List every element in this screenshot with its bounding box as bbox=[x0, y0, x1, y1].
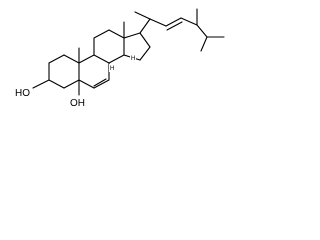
bond bbox=[139, 18, 151, 34]
side-chain bbox=[134, 8, 225, 52]
h-14-label: H bbox=[131, 56, 135, 62]
bond bbox=[78, 79, 95, 89]
bond bbox=[139, 32, 151, 48]
bond bbox=[139, 46, 151, 61]
bond bbox=[63, 79, 80, 89]
ring-c bbox=[93, 29, 125, 64]
double-bond bbox=[93, 78, 107, 87]
oh-label: OH bbox=[70, 98, 85, 109]
h-8-marker: H bbox=[109, 64, 115, 72]
bond bbox=[200, 36, 208, 52]
bond bbox=[93, 79, 110, 89]
ring-b bbox=[78, 54, 110, 89]
ho-label: HO bbox=[15, 88, 30, 99]
bond bbox=[134, 11, 151, 20]
bond bbox=[93, 29, 110, 39]
bond-c3-oh bbox=[32, 79, 50, 89]
h-14-marker: H bbox=[130, 54, 136, 62]
bond bbox=[108, 54, 125, 64]
ring-a bbox=[48, 54, 80, 89]
steroid-structure: H H HO OH bbox=[15, 8, 225, 109]
bond bbox=[93, 54, 110, 64]
bond bbox=[180, 17, 198, 26]
double-bond bbox=[166, 21, 183, 31]
bond bbox=[149, 18, 167, 27]
bond bbox=[78, 54, 95, 64]
h-8-label: H bbox=[110, 66, 114, 72]
bond bbox=[165, 17, 182, 27]
bond bbox=[63, 54, 80, 64]
bond bbox=[196, 24, 208, 38]
bond bbox=[108, 29, 125, 39]
bond bbox=[123, 32, 141, 39]
ring-d bbox=[123, 32, 151, 61]
bond bbox=[48, 54, 65, 64]
bond bbox=[48, 79, 65, 89]
